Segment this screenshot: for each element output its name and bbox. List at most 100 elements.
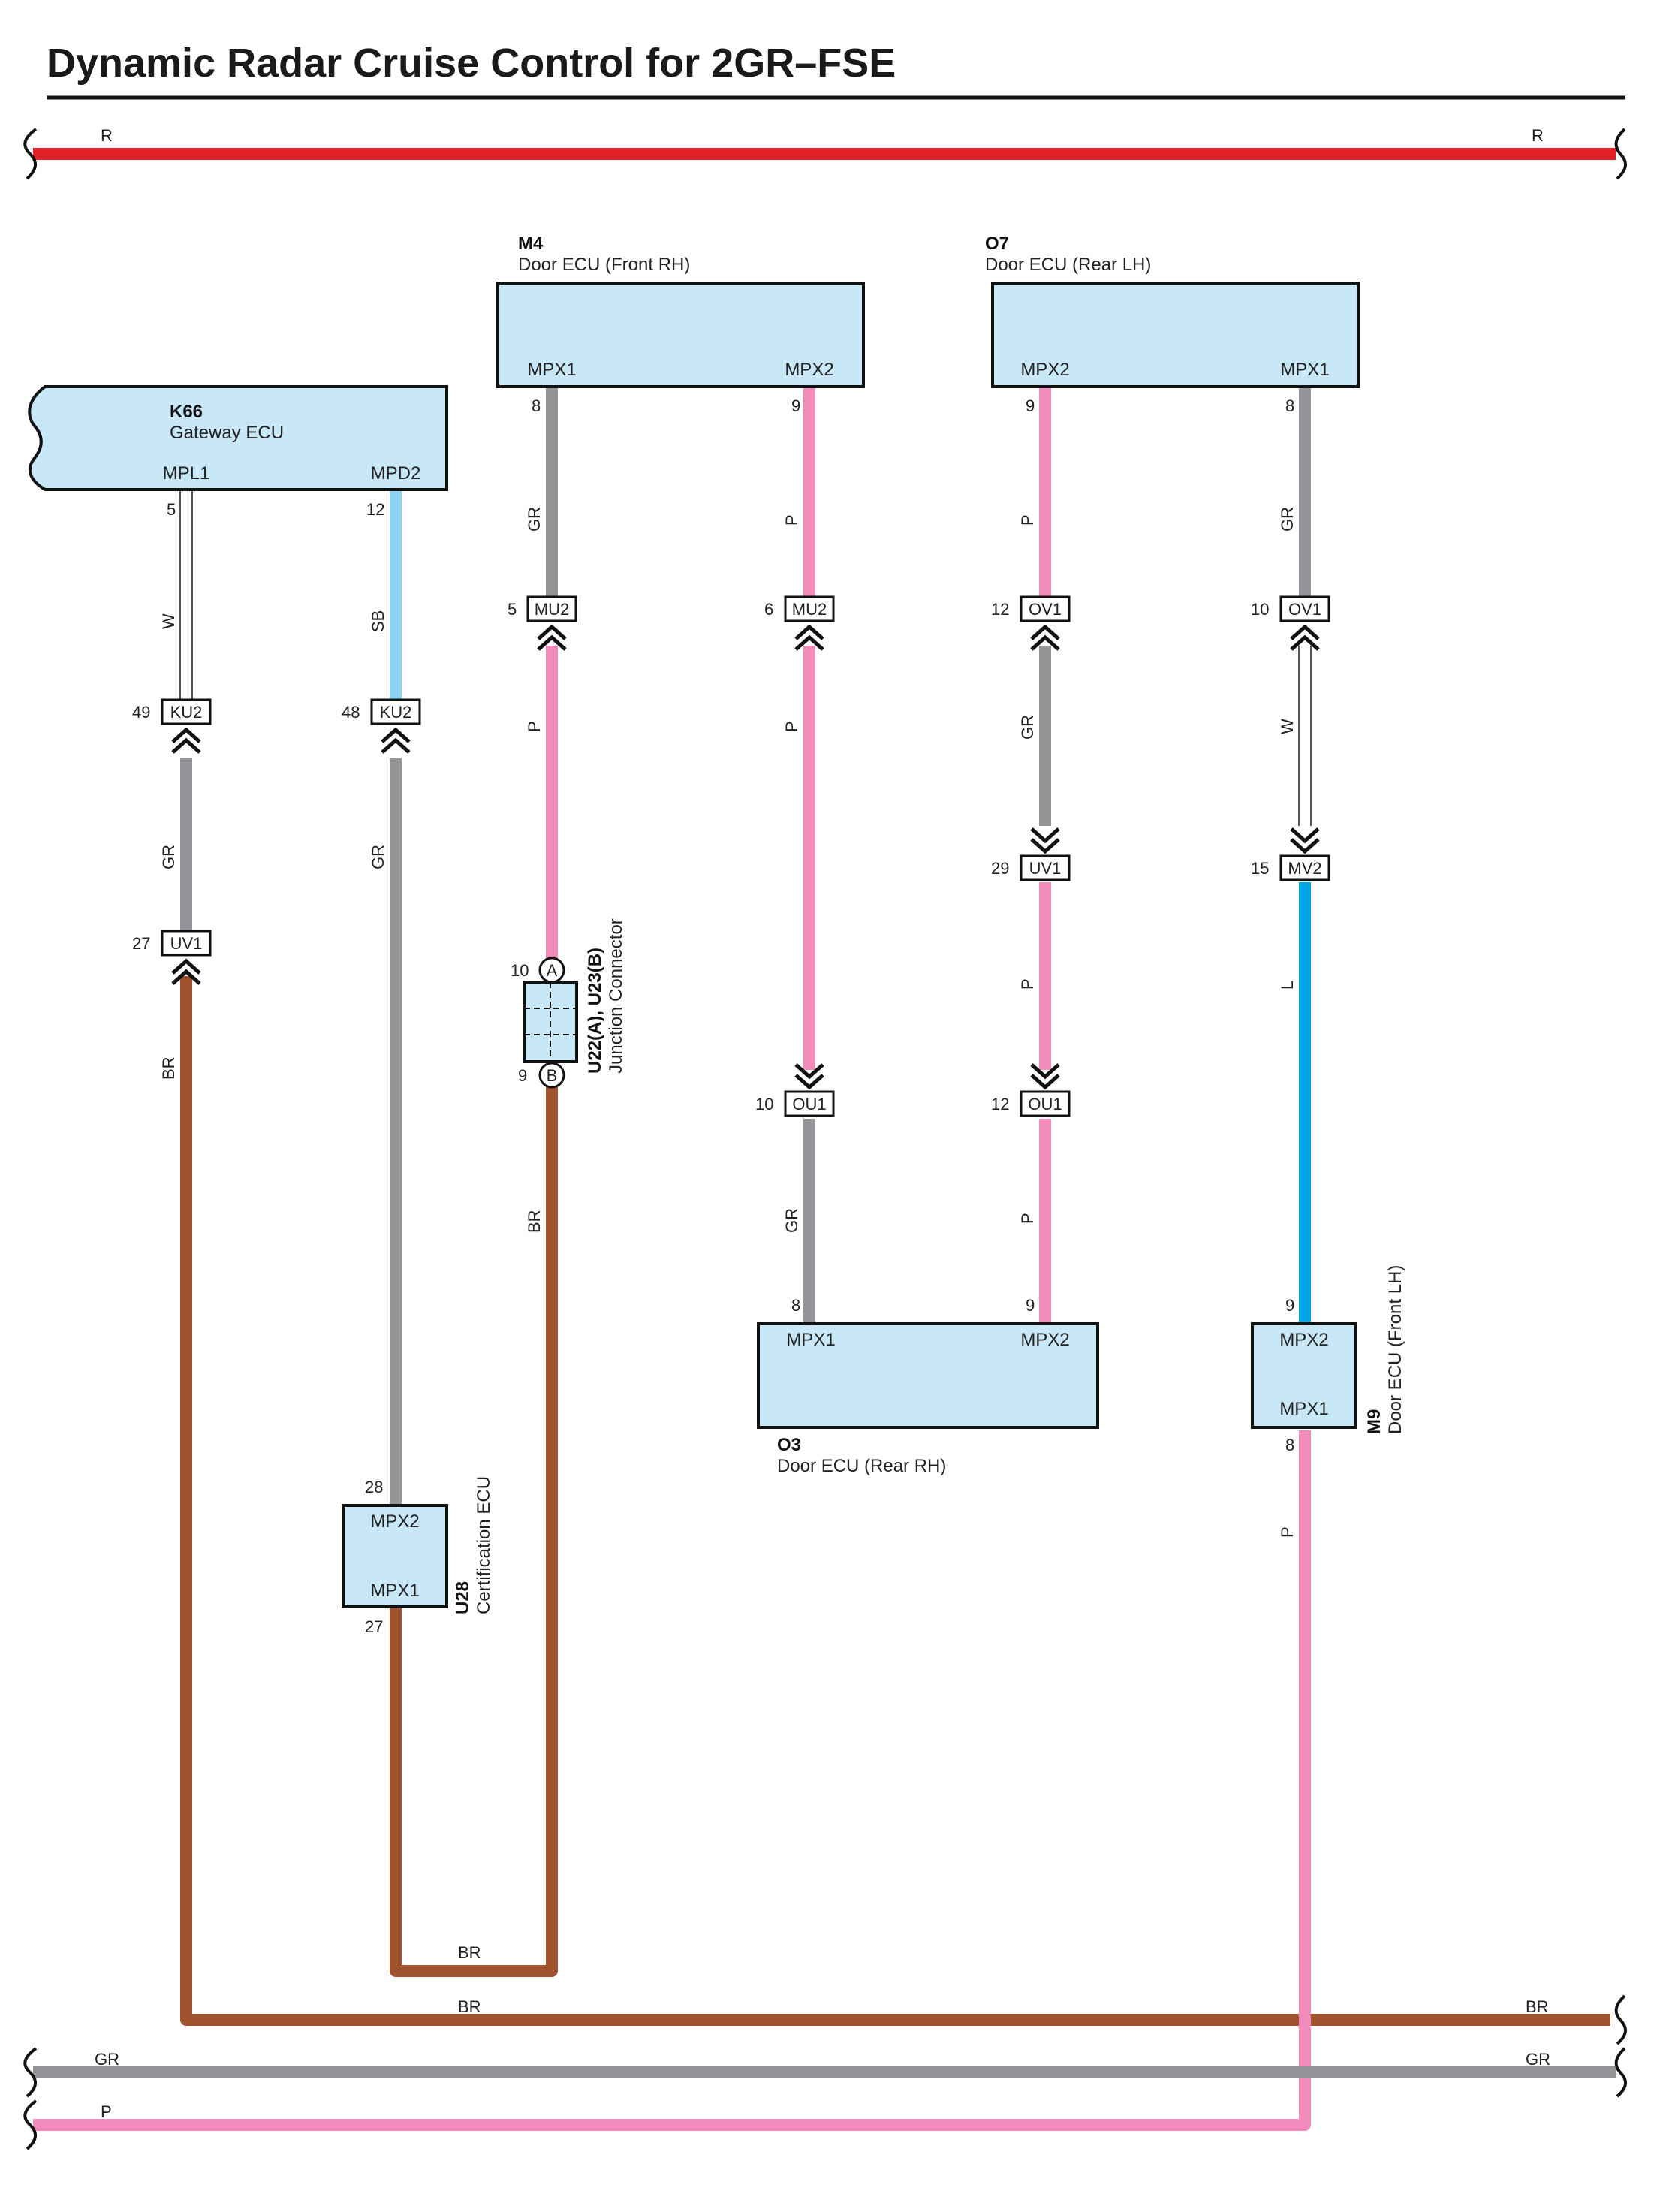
break-mark-p-left	[23, 2099, 38, 2150]
m9-pin-mpx1: MPX1	[1279, 1399, 1328, 1419]
conn-ov1-12-name: OV1	[1029, 600, 1062, 619]
o7-pin-9: 9	[1026, 396, 1035, 415]
break-mark-top-right	[1614, 128, 1627, 180]
wire-label-c3-top: GR	[525, 507, 544, 532]
conn-ou1-12-box	[1020, 1090, 1071, 1117]
o7-name: Door ECU (Rear LH)	[985, 255, 1151, 275]
wire-m9-mpx1-p	[33, 1430, 1311, 2131]
k66-gateway-ecu-box	[28, 385, 448, 491]
o7-door-ecu-rear-lh-box	[991, 282, 1360, 388]
wire-label-br-bottom: BR	[458, 1997, 481, 2016]
conn-mu2-5-pin: 5	[508, 600, 517, 619]
junction-pin-a-circle	[538, 957, 565, 984]
wire-label-c1-low: BR	[159, 1056, 178, 1080]
wire-label-c6-top: GR	[1278, 507, 1297, 532]
u28-pin-mpx1: MPX1	[370, 1581, 419, 1601]
u28-id: U28	[453, 1581, 473, 1614]
conn-ov1-10-pin: 10	[1251, 600, 1269, 619]
m9-pin-mpx2: MPX2	[1279, 1330, 1328, 1350]
m9-id: M9	[1364, 1409, 1384, 1434]
wire-u28-br-loop	[390, 1081, 558, 1977]
k66-pin-mpl1: MPL1	[163, 463, 210, 484]
conn-ku2-48-name: KU2	[380, 703, 412, 722]
conn-ov1-10-box	[1279, 595, 1330, 622]
k66-pin-12: 12	[366, 500, 384, 519]
conn-ku2-48-box	[370, 698, 421, 725]
wire-label-gr-left: GR	[95, 2050, 119, 2069]
break-mark-gr-left	[23, 2047, 38, 2098]
wire-label-m9-down: P	[1278, 1526, 1297, 1538]
conn-ou1-10-name: OU1	[792, 1095, 826, 1114]
o3-pin-9: 9	[1026, 1296, 1035, 1315]
conn-uv1-29-box	[1020, 854, 1071, 881]
conn-ku2-49-pin: 49	[132, 703, 150, 722]
wire-label-c4-mid: P	[782, 721, 801, 732]
m4-door-ecu-front-rh-box	[496, 282, 865, 388]
conn-uv1-29-name: UV1	[1029, 859, 1062, 878]
conn-ku2-49-name: KU2	[170, 703, 203, 722]
page-title: Dynamic Radar Cruise Control for 2GR–FSE	[47, 41, 896, 86]
o3-door-ecu-rear-rh-box	[757, 1322, 1099, 1429]
wire-label-c5-top: P	[1018, 514, 1037, 526]
u28-pin-mpx2: MPX2	[370, 1511, 419, 1532]
conn-ou1-10-box	[784, 1090, 835, 1117]
conn-mv2-15-pin: 15	[1251, 859, 1269, 878]
wire-label-c2-mid: GR	[369, 845, 387, 869]
u28-pin-28: 28	[365, 1478, 383, 1496]
m4-pin-8: 8	[532, 396, 541, 415]
junction-pin-a-label: A	[547, 961, 558, 980]
k66-id: K66	[170, 402, 203, 422]
wire-label-c1-mid: GR	[159, 845, 178, 869]
m4-name: Door ECU (Front RH)	[518, 255, 690, 275]
conn-uv1-27-box	[161, 930, 212, 957]
conn-uv1-29-chevron	[1032, 829, 1059, 851]
conn-uv1-29-pin: 29	[991, 859, 1009, 878]
wire-label-c6-low: L	[1278, 981, 1297, 990]
o3-id: O3	[777, 1435, 801, 1455]
wire-label-c5-bot: P	[1018, 1213, 1037, 1224]
k66-pin-mpd2: MPD2	[371, 463, 421, 484]
conn-uv1-27-name: UV1	[170, 934, 203, 953]
wire-label-c1-top: W	[159, 613, 178, 629]
m4-pin-mpx1: MPX1	[527, 360, 576, 380]
conn-mu2-5-name: MU2	[535, 600, 569, 619]
conn-mv2-15-box	[1279, 854, 1330, 881]
junction-id: U22(A), U23(B)	[585, 948, 605, 1074]
m4-pin-9: 9	[791, 396, 800, 415]
break-mark-br-right	[1614, 1994, 1627, 2045]
u28-certification-ecu-box	[342, 1504, 448, 1608]
o7-pin-8: 8	[1285, 396, 1294, 415]
o3-pin-mpx1: MPX1	[786, 1330, 835, 1350]
break-mark-top-left	[23, 128, 38, 180]
wire-label-r-left: R	[101, 126, 113, 145]
wire-label-gr-right: GR	[1526, 2050, 1550, 2069]
o3-pin-mpx2: MPX2	[1020, 1330, 1069, 1350]
m9-name: Door ECU (Front LH)	[1385, 1265, 1405, 1434]
junction-pin-b-circle	[538, 1062, 565, 1089]
conn-ov1-10-name: OV1	[1288, 600, 1321, 619]
conn-mu2-6-box	[784, 595, 835, 622]
wire-label-br-mid: BR	[458, 1943, 481, 1962]
wire-k66-mpl1-br	[180, 976, 1610, 2026]
junction-connector	[523, 957, 578, 1089]
conn-ov1-12-pin: 12	[991, 600, 1009, 619]
o3-name: Door ECU (Rear RH)	[777, 1456, 946, 1476]
o7-pin-mpx1: MPX1	[1280, 360, 1329, 380]
m4-pin-mpx2: MPX2	[785, 360, 833, 380]
m4-id: M4	[518, 234, 544, 254]
o7-pin-mpx2: MPX2	[1020, 360, 1069, 380]
k66-pin-5: 5	[167, 500, 176, 519]
conn-ou1-10-pin: 10	[755, 1095, 773, 1114]
wire-label-c4-top: P	[782, 514, 801, 526]
wire-label-c4-low: GR	[782, 1208, 801, 1233]
conn-ku2-48-chevron	[382, 730, 409, 752]
junction-pin-b-label: B	[547, 1066, 558, 1085]
conn-uv1-27-pin: 27	[132, 934, 150, 953]
junction-name: Junction Connector	[606, 918, 626, 1074]
wire-label-c5-mid: GR	[1018, 715, 1037, 740]
u28-name: Certification ECU	[474, 1476, 494, 1614]
conn-mv2-15-name: MV2	[1288, 859, 1321, 878]
conn-mv2-15-chevron	[1291, 829, 1318, 851]
